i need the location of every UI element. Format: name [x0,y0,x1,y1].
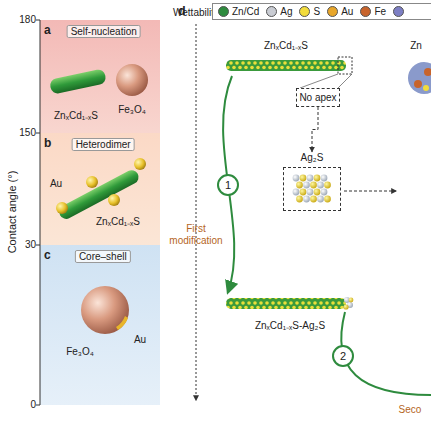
au-particle [86,176,98,188]
panel-heading: Self-nucleation [67,25,141,38]
step-number: 1 [217,174,239,196]
au-particle [134,158,146,170]
legend-text: Au [341,6,353,17]
au-shell [116,316,128,330]
y-axis [36,20,40,405]
step-label: Seco [399,404,422,416]
au-particle [108,194,120,206]
modification-arrow [341,312,431,395]
material-label: ZnₓCd₁₋ₓS-Ag₂S [255,320,325,332]
leader-line [300,74,338,88]
axis-title: Contact angle (°) [6,171,19,254]
legend-swatch [299,6,310,17]
band-background [40,20,160,133]
legend-text: Fe [374,6,386,17]
ag2s-cluster [293,175,331,203]
legend-text: Ag [280,6,292,17]
step-number: 2 [340,350,346,362]
panel-letter: c [44,248,51,262]
wettability-arrow [196,24,197,400]
band-background [40,245,160,405]
fe3o4-sphere [116,64,148,96]
callout-box: No apex [296,88,340,107]
step-label: First modification [168,223,224,246]
legend-item: Au [327,6,353,17]
legend-item: S [299,6,320,17]
material-label: Au [134,334,146,346]
legend-text: S [313,6,320,17]
nanorod [57,168,141,222]
step-number: 1 [225,179,231,191]
material-label: Fe₃O₄ [118,104,146,116]
apex-box [338,57,352,74]
material-label: Au [50,178,62,190]
material-label: Fe₃O₄ [66,346,94,358]
ag2s-frame [283,167,341,211]
nanorod [49,68,107,94]
material-label: ZnₓCd₁₋ₓS [54,110,98,122]
tick-label: 180 [19,14,36,26]
au-particle [56,202,68,214]
legend-swatch [266,6,277,17]
legend-text: Zn/Cd [232,6,259,17]
step-number: 2 [332,345,354,367]
dashed-arrow [312,107,318,152]
callout-text: No apex [299,92,337,103]
partial-sphere [408,62,431,94]
panel-letter: a [44,23,51,37]
nanorod [226,298,346,309]
legend-item: Ag [266,6,292,17]
leader-line [338,74,352,88]
material-label: ZnₓCd₁₋ₓS [264,40,308,52]
legend-swatch-partial [393,6,404,17]
panel-letter: d [178,5,185,19]
wettability-band: c Core–shell [40,245,160,405]
legend-swatch [218,6,229,17]
panel-heading: Core–shell [75,250,131,263]
legend-swatch [327,6,338,17]
panel-heading: Heterodimer [72,138,135,151]
legend-item: Zn/Cd [218,6,259,17]
material-label: Zn [410,40,422,52]
nanorod [226,60,346,71]
band-background [40,133,160,245]
legend-item: Fe [360,6,386,17]
dashed-arrow [344,191,396,192]
tick-label: 30 [25,239,36,251]
legend-swatch [360,6,371,17]
fe3o4-core [81,286,129,334]
material-label: ZnₓCd₁₋ₓS [96,216,140,228]
ag2s-box: Ag₂S [283,152,341,211]
tick-label: 0 [30,399,36,411]
tick-label: 150 [19,127,36,139]
legend: Zn/Cd Ag S Au Fe [212,3,431,20]
panel-letter: b [44,136,51,150]
box-heading: Ag₂S [283,152,341,167]
